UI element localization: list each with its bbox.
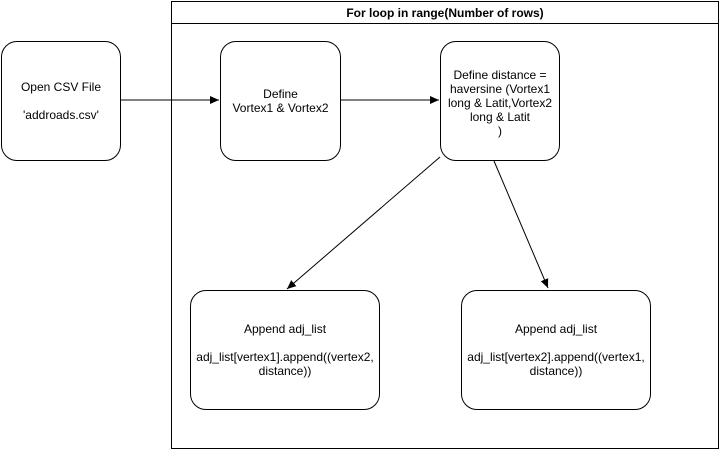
append-left-code-line2: distance))	[258, 364, 312, 378]
append-left-node: Append adj_list adj_list[vertex1].append…	[190, 290, 380, 410]
for-loop-container: For loop in range(Number of rows)	[171, 1, 719, 449]
define-vertices-node: Define Vortex1 & Vortex2	[220, 41, 341, 161]
edge-define-distance-to-append-right	[493, 160, 549, 289]
define-vertices-line2: Vortex1 & Vortex2	[232, 101, 329, 115]
append-right-title: Append adj_list	[514, 322, 598, 336]
open-csv-node: Open CSV File 'addroads.csv'	[1, 41, 121, 161]
define-distance-line1: Define distance =	[453, 68, 547, 82]
open-csv-label: Open CSV File	[20, 80, 102, 94]
define-distance-line3: long & Latit,Vortex2	[447, 96, 553, 110]
append-left-title: Append adj_list	[243, 322, 327, 336]
edge-define-distance-to-append-left	[286, 156, 441, 290]
define-distance-line4: long & Latit	[469, 110, 531, 124]
define-vertices-line1: Define	[263, 87, 298, 101]
append-right-node: Append adj_list adj_list[vertex2].append…	[461, 290, 651, 410]
define-distance-line2: haversine (Vortex1	[449, 82, 551, 96]
define-distance-node: Define distance = haversine (Vortex1 lon…	[440, 41, 560, 161]
append-right-code-line1: adj_list[vertex2].append((vertex1,	[467, 350, 645, 364]
append-right-code-line2: distance))	[529, 364, 583, 378]
for-loop-title: For loop in range(Number of rows)	[172, 2, 718, 24]
define-distance-line5: )	[498, 124, 502, 138]
open-csv-filename: 'addroads.csv'	[23, 108, 99, 122]
append-left-code-line1: adj_list[vertex1].append((vertex2,	[196, 350, 374, 364]
